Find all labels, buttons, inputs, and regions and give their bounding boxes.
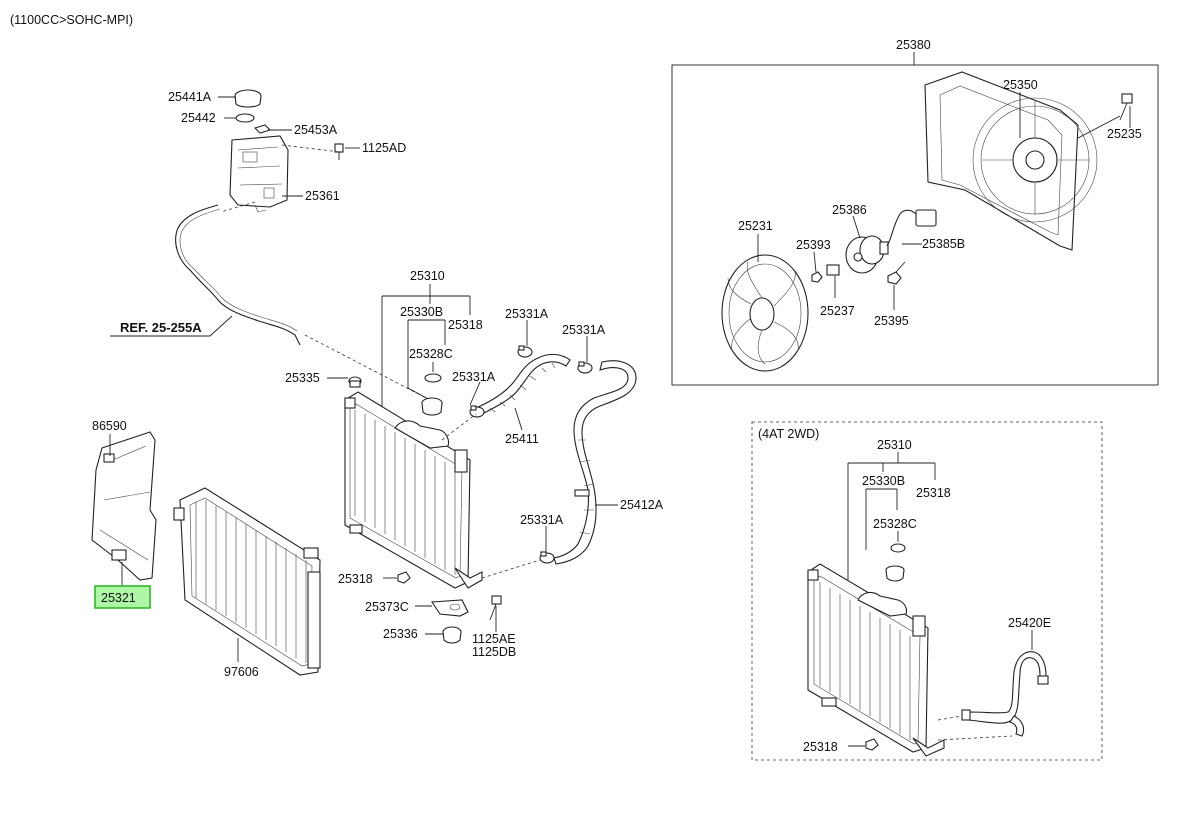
at-radiator-cap-drawing — [885, 565, 905, 582]
label-25361[interactable]: 25361 — [305, 189, 340, 203]
label-86590[interactable]: 86590 — [92, 419, 127, 433]
label-25350[interactable]: 25350 — [1003, 78, 1038, 92]
label-25231[interactable]: 25231 — [738, 219, 773, 233]
lower-hose-25412A-drawing — [553, 360, 637, 565]
bolt-25235-drawing — [1119, 93, 1133, 121]
label-25330B-main[interactable]: 25330B — [400, 305, 443, 319]
overflow-hose-drawing — [175, 204, 301, 346]
label-25336[interactable]: 25336 — [383, 627, 418, 641]
radiator-group: 25310 25330B 25318 25328C 25335 — [285, 269, 664, 659]
air-guard-drawing — [91, 431, 157, 581]
label-25328C-main[interactable]: 25328C — [409, 347, 453, 361]
fan-motor-drawing — [845, 235, 889, 274]
label-25330B-at[interactable]: 25330B — [862, 474, 905, 488]
bolt-1125AE-drawing — [489, 595, 502, 621]
at-2wd-group: (4AT 2WD) 25310 25330B 25318 25328C — [751, 421, 1103, 761]
label-25442[interactable]: 25442 — [181, 111, 216, 125]
reservoir-group: 25441A 25442 25453A 1125AD 25361 — [168, 89, 406, 346]
label-25237[interactable]: 25237 — [820, 304, 855, 318]
at-2wd-title[interactable]: (4AT 2WD) — [758, 427, 819, 441]
cap-seal-25328C-drawing — [424, 373, 442, 383]
upper-hose-25411-drawing — [475, 353, 571, 416]
label-1125DB[interactable]: 1125DB — [472, 645, 516, 659]
label-25393[interactable]: 25393 — [796, 238, 831, 252]
label-25380[interactable]: 25380 — [896, 38, 931, 52]
condenser-group: 97606 — [173, 487, 321, 679]
label-25318-at-lower[interactable]: 25318 — [803, 740, 838, 754]
label-25321[interactable]: 25321 — [101, 591, 136, 605]
bolt-1125AD-drawing — [334, 143, 344, 160]
reservoir-tank-drawing — [229, 135, 289, 213]
seal-25442-drawing — [235, 113, 255, 123]
at-2wd-box — [751, 421, 1103, 761]
condenser-drawing — [173, 487, 321, 676]
label-25331A-1[interactable]: 25331A — [505, 307, 549, 321]
label-97606[interactable]: 97606 — [224, 665, 259, 679]
label-25453A[interactable]: 25453A — [294, 123, 338, 137]
hose-clamp-1-drawing — [517, 345, 533, 358]
air-guard-group: 86590 25321 — [91, 419, 157, 609]
screw-25395-drawing — [887, 261, 906, 285]
drain-plug-drawing — [397, 571, 411, 584]
at-radiator-core-drawing — [807, 563, 945, 757]
label-25331A-2[interactable]: 25331A — [562, 323, 606, 337]
label-25386[interactable]: 25386 — [832, 203, 867, 217]
label-1125AE[interactable]: 1125AE — [472, 632, 516, 646]
ref-25-255A-label[interactable]: REF. 25-255A — [120, 320, 202, 335]
label-25335[interactable]: 25335 — [285, 371, 320, 385]
label-25331A-3[interactable]: 25331A — [452, 370, 496, 384]
hose-clamp-4-drawing — [539, 551, 555, 564]
clip-25237-drawing — [826, 264, 840, 276]
label-1125AD[interactable]: 1125AD — [362, 141, 406, 155]
label-25318-upper[interactable]: 25318 — [448, 318, 483, 332]
reference-callout: REF. 25-255A — [110, 315, 233, 337]
label-25328C-at[interactable]: 25328C — [873, 517, 917, 531]
hose-clamp-3-drawing — [469, 405, 485, 418]
label-25331A-4[interactable]: 25331A — [520, 513, 564, 527]
fan-assembly-group: 25380 25350 25235 — [671, 38, 1159, 386]
engine-spec-title: (1100CC>SOHC-MPI) — [10, 13, 133, 27]
label-25318-lower[interactable]: 25318 — [338, 572, 373, 586]
label-25310-at[interactable]: 25310 — [877, 438, 912, 452]
plug-25335-drawing — [348, 376, 362, 388]
plate-25453A-drawing — [253, 124, 272, 134]
label-25411[interactable]: 25411 — [505, 432, 539, 446]
fan-blade-drawing — [721, 254, 809, 372]
label-25395[interactable]: 25395 — [874, 314, 909, 328]
nut-25393-drawing — [811, 271, 823, 283]
label-25235[interactable]: 25235 — [1107, 127, 1142, 141]
label-25412A[interactable]: 25412A — [620, 498, 664, 512]
radiator-core-drawing — [344, 391, 483, 589]
label-25441A[interactable]: 25441A — [168, 90, 212, 104]
at-oil-cooler-hose-drawing — [961, 651, 1049, 737]
insulator-25336-drawing — [442, 626, 462, 644]
at-cap-seal-drawing — [890, 543, 906, 553]
fan-assembly-box — [671, 64, 1159, 386]
wiring-25385B-drawing — [886, 209, 937, 247]
label-25420E[interactable]: 25420E — [1008, 616, 1051, 630]
label-25321-highlight[interactable] — [94, 585, 151, 609]
reservoir-cap-drawing — [234, 89, 262, 108]
label-25318-at-upper[interactable]: 25318 — [916, 486, 951, 500]
fan-shroud-drawing — [924, 71, 1098, 251]
label-25385B[interactable]: 25385B — [922, 237, 965, 251]
at-drain-plug-drawing — [865, 738, 879, 751]
label-25373C[interactable]: 25373C — [365, 600, 409, 614]
radiator-cap-drawing — [421, 397, 443, 416]
label-25310-main[interactable]: 25310 — [410, 269, 445, 283]
hose-clamp-2-drawing — [577, 361, 593, 374]
